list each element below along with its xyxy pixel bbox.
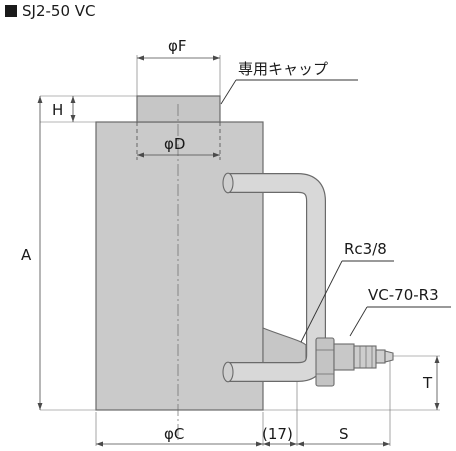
coupler-fitting bbox=[315, 337, 394, 387]
label-h: H bbox=[52, 101, 63, 119]
label-s: S bbox=[339, 425, 349, 443]
extension-lines bbox=[40, 55, 440, 446]
leader-lines bbox=[220, 79, 451, 343]
special-cap bbox=[136, 95, 221, 123]
label-vc: VC-70-R3 bbox=[368, 286, 439, 304]
label-17: (17) bbox=[262, 425, 293, 443]
label-cap: 専用キャップ bbox=[238, 60, 328, 78]
label-rc: Rc3/8 bbox=[344, 240, 387, 258]
label-a: A bbox=[21, 246, 32, 264]
dimension-lines bbox=[37, 55, 440, 447]
label-phi-f: φF bbox=[168, 37, 187, 55]
label-t: T bbox=[422, 374, 433, 392]
title-square-icon bbox=[5, 5, 17, 17]
label-phi-c: φC bbox=[164, 425, 184, 443]
label-phi-d: φD bbox=[164, 135, 185, 153]
model-title: SJ2-50 VC bbox=[22, 2, 96, 20]
